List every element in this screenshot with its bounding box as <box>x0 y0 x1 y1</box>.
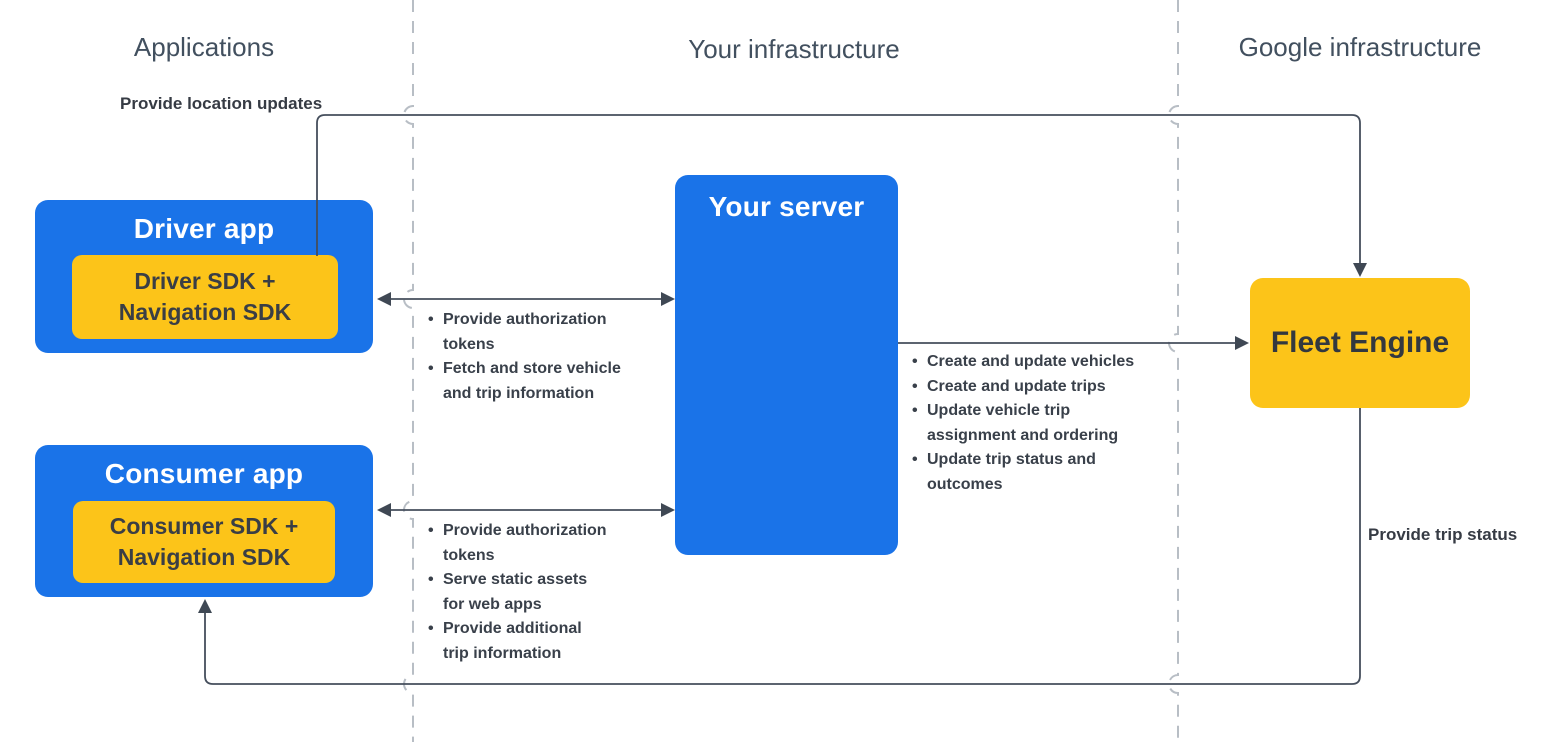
bullet-dot: • <box>428 571 434 588</box>
driver-sdk-line2: Navigation SDK <box>118 299 292 325</box>
arrowhead-left-driver-app <box>377 292 391 306</box>
arrowhead-left-consumer-app <box>377 503 391 517</box>
your-server-title: Your server <box>708 191 865 222</box>
bullet-line: tokens <box>443 335 495 353</box>
bullet-item: • Create and update trips <box>912 375 1134 400</box>
bullet-list-driver-server: • Provide authorization tokens • Fetch an… <box>428 308 621 406</box>
bullet-item: • Fetch and store vehicle and trip inform… <box>428 357 621 406</box>
bullet-line: Provide additional <box>443 620 582 637</box>
column-header-applications: Applications <box>133 32 275 62</box>
fleet-engine-title: Fleet Engine <box>1270 326 1450 359</box>
bullet-item: • Update vehicle trip assignment and orde… <box>912 399 1134 448</box>
bullet-item: • Provide additional trip information <box>428 617 607 666</box>
bullet-item: • Serve static assets for web apps <box>428 568 607 617</box>
bullet-item: • Create and update vehicles <box>912 350 1134 375</box>
bullet-line: Create and update vehicles <box>927 353 1135 370</box>
bullet-dot: • <box>912 353 918 370</box>
fleet-engine-box: Fleet Engine <box>1250 278 1470 408</box>
driver-app-box: Driver app Driver SDK + Navigation SDK <box>35 200 373 353</box>
bullet-dot: • <box>912 377 918 395</box>
bullet-line: and trip information <box>443 384 595 402</box>
bullet-dot: • <box>428 311 434 328</box>
bullet-line: Serve static assets <box>443 571 588 588</box>
your-server-box: Your server <box>675 175 898 555</box>
bullet-line: Provide authorization <box>443 311 607 328</box>
bullet-list-consumer-server: • Provide authorization tokens • Serve st… <box>428 519 607 666</box>
lane-separator-right <box>1168 0 1179 742</box>
lane-separator-left <box>403 0 414 742</box>
bullet-item: • Provide authorization tokens <box>428 308 621 357</box>
bullet-line: Fetch and store vehicle <box>443 360 621 377</box>
bullet-line: for web apps <box>443 595 542 613</box>
arrowhead-up-consumer-app <box>198 599 212 613</box>
driver-app-title: Driver app <box>133 213 275 244</box>
bullet-dot: • <box>428 620 434 637</box>
arrowhead-right-your-server-bottom <box>661 503 675 517</box>
edge-label-provide-location-updates: Provide location updates <box>120 94 323 113</box>
column-header-google-infrastructure: Google infrastructure <box>1238 32 1482 62</box>
bullet-item: • Update trip status and outcomes <box>912 448 1134 497</box>
bullet-dot: • <box>428 522 434 539</box>
consumer-app-box: Consumer app Consumer SDK + Navigation S… <box>35 445 373 597</box>
driver-sdk-line1: Driver SDK + <box>134 268 276 294</box>
bullet-item: • Provide authorization tokens <box>428 519 607 568</box>
column-header-your-infrastructure: Your infrastructure <box>688 34 900 64</box>
bullet-dot: • <box>912 451 918 468</box>
arrowhead-right-your-server-top <box>661 292 675 306</box>
arrowhead-right-fleet-engine <box>1235 336 1249 350</box>
bullet-line: tokens <box>443 546 495 564</box>
bullet-line: Create and update trips <box>927 377 1106 395</box>
driver-sdk-box: Driver SDK + Navigation SDK <box>72 255 338 339</box>
bullet-line: outcomes <box>927 475 1003 493</box>
bullet-line: Update trip status and <box>927 451 1096 468</box>
consumer-sdk-box: Consumer SDK + Navigation SDK <box>73 501 335 583</box>
bullet-dot: • <box>912 402 918 419</box>
consumer-sdk-line2: Navigation SDK <box>117 544 291 570</box>
consumer-app-title: Consumer app <box>104 458 304 489</box>
bullet-dot: • <box>428 360 434 377</box>
bullet-line: Provide authorization <box>443 522 607 539</box>
arrowhead-down-fleet-engine <box>1353 263 1367 277</box>
consumer-sdk-line1: Consumer SDK + <box>109 513 299 539</box>
bullet-line: trip information <box>443 644 562 662</box>
bullet-list-server-fleet: • Create and update vehicles • Create an… <box>912 350 1134 497</box>
bullet-line: assignment and ordering <box>927 426 1119 444</box>
edge-label-provide-trip-status: Provide trip status <box>1368 525 1518 544</box>
bullet-line: Update vehicle trip <box>927 402 1071 419</box>
